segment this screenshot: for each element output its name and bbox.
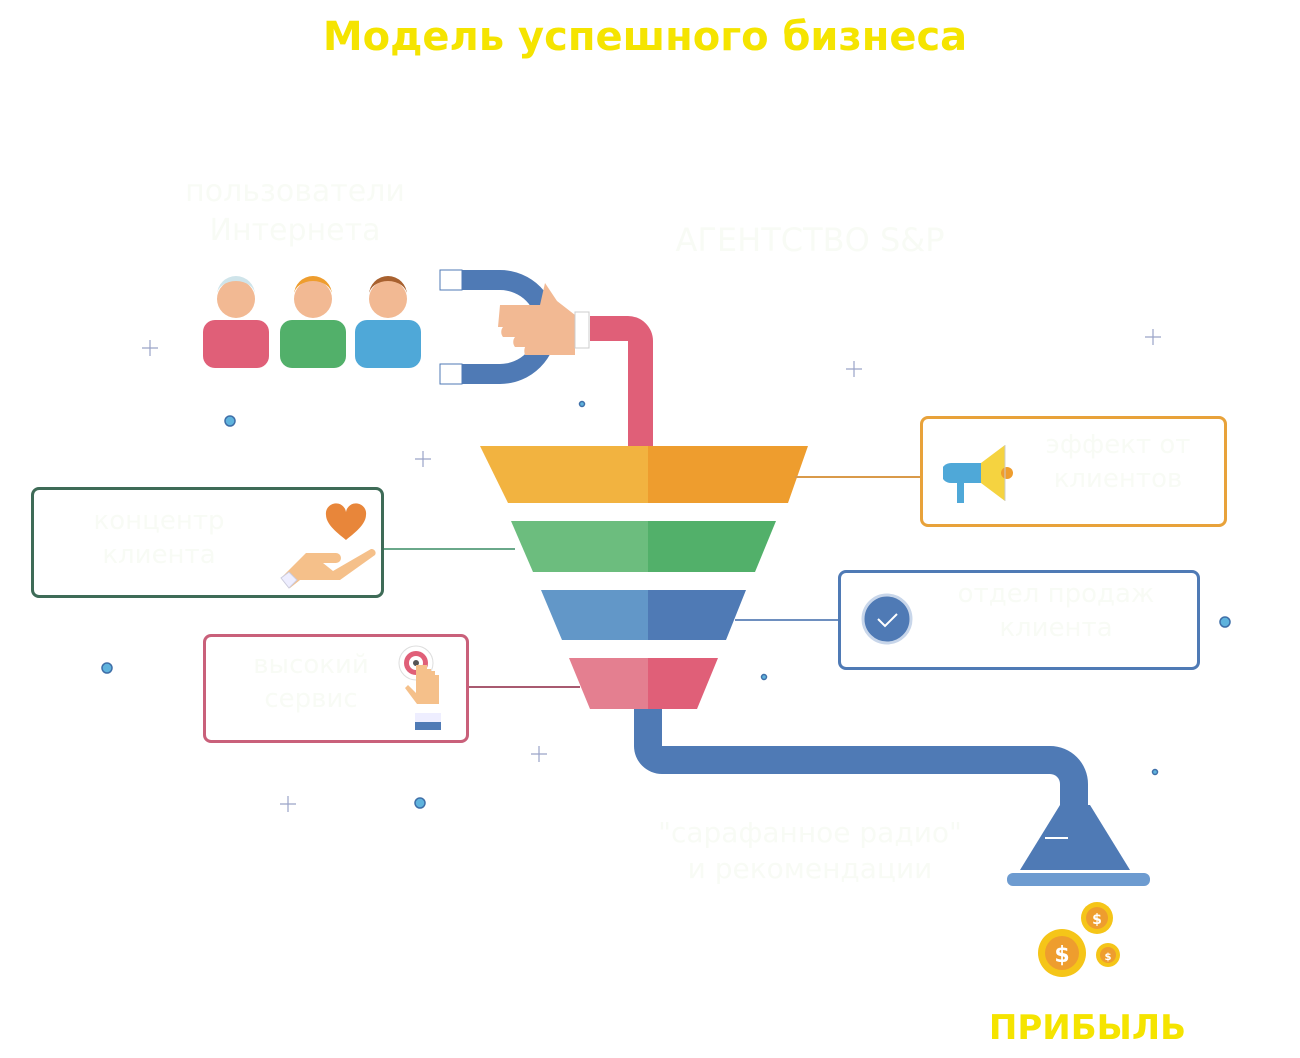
page-title: Модель успешного бизнеса <box>322 14 968 60</box>
coins-icon: $ $ $ <box>1038 902 1120 977</box>
word-of-mouth-line-2: и рекомендации <box>687 852 933 886</box>
box-blue-line-2: клиента <box>999 612 1113 643</box>
svg-text:$: $ <box>1092 912 1102 928</box>
box-green-text: концентр клиента <box>49 505 269 573</box>
source-line-2: Интернета <box>209 213 381 248</box>
dot-decorations <box>101 400 1231 809</box>
box-orange-text: эффект от клиентов <box>1018 429 1218 497</box>
source-line-1: пользователи <box>185 174 405 209</box>
input-pipe <box>590 316 653 446</box>
box-pink-line-1: высокий <box>253 650 369 680</box>
funnel-layer-1 <box>480 446 808 503</box>
hand-icon <box>498 283 590 355</box>
box-blue-line-1: отдел продаж <box>957 579 1155 609</box>
box-green-line-1: концентр <box>93 506 225 536</box>
funnel-layer-3 <box>541 590 746 640</box>
box-orange-line-1: эффект от <box>1045 430 1191 460</box>
box-orange-line-2: клиентов <box>1053 463 1183 494</box>
box-pink-line-2: сервис <box>264 683 358 714</box>
box-blue-text: отдел продаж клиента <box>926 578 1186 646</box>
box-pink-text: высокий сервис <box>226 649 396 717</box>
word-of-mouth-line-1: "сарафанное радио" <box>658 816 962 849</box>
box-green-line-2: клиента <box>102 539 216 570</box>
funnel-layer-2 <box>511 521 776 572</box>
agency-label: АГЕНТСТВО S&P <box>675 221 945 259</box>
box-pink: высокий сервис <box>203 634 469 743</box>
sparkle-decorations <box>142 329 1161 812</box>
output-base <box>1007 873 1150 886</box>
magnet-icon <box>439 269 557 385</box>
people-icon <box>203 276 421 368</box>
funnel-layer-4 <box>569 658 718 709</box>
box-blue: отдел продаж клиента <box>838 570 1200 670</box>
megaphone-icon <box>943 445 1013 503</box>
svg-text:$: $ <box>1054 943 1069 968</box>
box-orange: эффект от клиентов <box>920 416 1227 527</box>
svg-text:$: $ <box>1105 952 1112 963</box>
word-of-mouth-label: "сарафанное радио" и рекомендации <box>600 815 1020 888</box>
heart-in-hand-icon <box>280 503 376 589</box>
output-pipe <box>634 709 1088 814</box>
box-green: концентр клиента <box>31 487 384 598</box>
check-badge-icon <box>861 593 913 645</box>
source-label: пользователи Интернета <box>180 172 410 250</box>
output-cone <box>1020 805 1130 870</box>
target-touch-icon <box>398 645 441 730</box>
profit-label: ПРИБЫЛЬ <box>988 1008 1187 1048</box>
